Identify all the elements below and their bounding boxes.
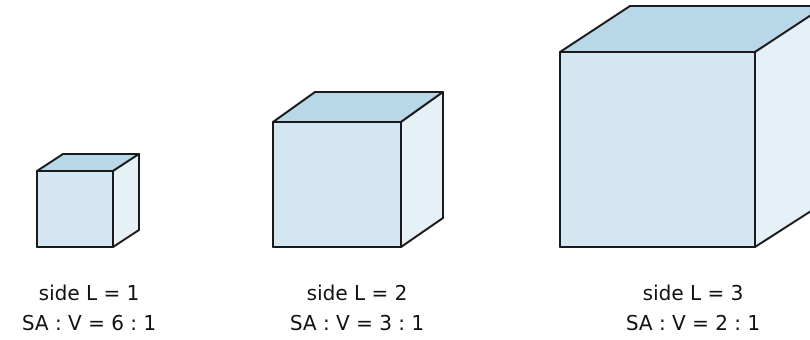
- cube-3-front-face: [559, 51, 756, 248]
- cube-3-caption: side L = 3 SA : V = 2 : 1: [593, 278, 793, 338]
- cube-1-side-face: [112, 153, 140, 248]
- cube-2-ratio-label: SA : V = 3 : 1: [289, 311, 425, 335]
- cube-3-ratio-label: SA : V = 2 : 1: [625, 311, 761, 335]
- cube-side-3: [559, 5, 810, 248]
- cube-1-front-face: [36, 170, 114, 248]
- cube-1-side-label: side L = 1: [38, 281, 140, 305]
- cube-side-1: [36, 153, 140, 248]
- cube-1-caption: side L = 1 SA : V = 6 : 1: [0, 278, 189, 338]
- cube-3-side-label: side L = 3: [642, 281, 744, 305]
- cube-2-caption: side L = 2 SA : V = 3 : 1: [257, 278, 457, 338]
- cube-2-side-label: side L = 2: [306, 281, 408, 305]
- cube-side-2: [272, 91, 444, 248]
- cube-1-ratio-label: SA : V = 6 : 1: [21, 311, 157, 335]
- cube-2-front-face: [272, 121, 402, 248]
